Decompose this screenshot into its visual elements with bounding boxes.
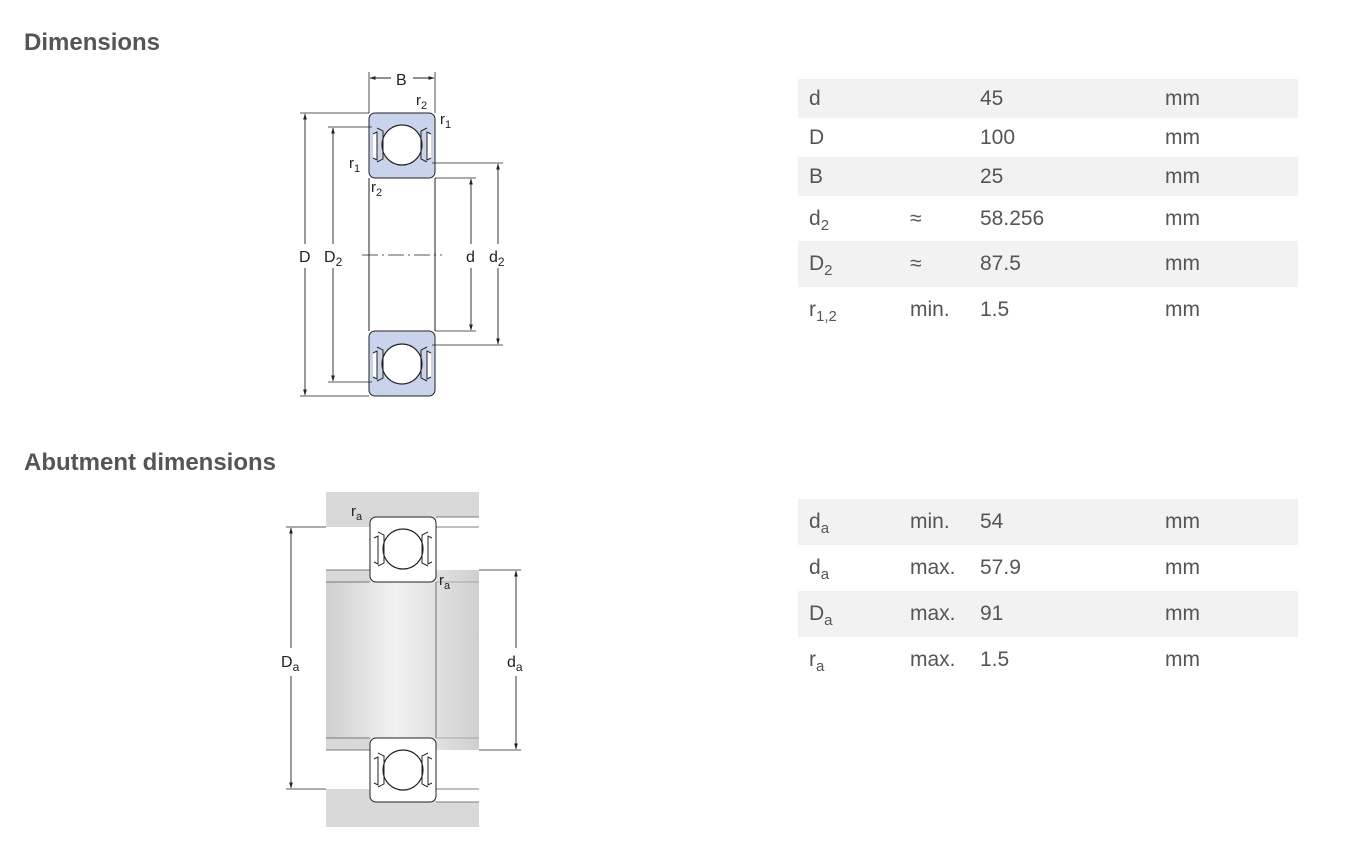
spec-symbol: r1,2 xyxy=(809,298,837,325)
spec-qualifier: max. xyxy=(910,602,956,625)
label-D: D xyxy=(299,249,311,266)
bearing-section-top xyxy=(369,516,437,583)
label-D2: D2 xyxy=(324,249,343,269)
spec-qualifier: max. xyxy=(910,556,956,579)
spec-row: D2 ≈87.5 mm xyxy=(798,241,1298,287)
spec-unit: mm xyxy=(1165,206,1200,230)
spec-row: r1,2 min. 1.5 mm xyxy=(798,287,1298,333)
spec-unit: mm xyxy=(1165,510,1200,533)
spec-symbol: d2 xyxy=(809,206,830,234)
spec-symbol: ra xyxy=(809,648,825,675)
spec-unit: mm xyxy=(1165,298,1200,321)
dimensions-heading: Dimensions xyxy=(24,29,161,56)
spec-value: 1.5 xyxy=(980,648,1010,671)
spec-symbol: da xyxy=(809,556,830,583)
spec-symbol: da xyxy=(809,510,830,537)
spec-value: 57.9 xyxy=(980,556,1021,579)
spec-value: 25 xyxy=(980,164,1004,188)
spec-qualifier: max. xyxy=(910,648,956,671)
spec-row: Da max. 91 mm xyxy=(798,591,1298,637)
label-Da: Da xyxy=(281,654,300,674)
spec-value: 45 xyxy=(980,86,1004,110)
spec-row: D 100 mm xyxy=(798,118,1298,157)
spec-value: 87.5 xyxy=(980,252,1021,275)
spec-unit: mm xyxy=(1165,125,1200,149)
spec-qualifier xyxy=(910,79,980,118)
spec-symbol: D xyxy=(809,125,825,149)
bearing-section-bottom xyxy=(369,737,437,803)
spec-row: da max. 57.9 mm xyxy=(798,545,1298,591)
spec-value: 58.256 xyxy=(980,206,1045,230)
spec-row: d 45 mm xyxy=(798,79,1298,118)
label-r1-top: r1 xyxy=(440,111,451,131)
label-d: d xyxy=(466,249,475,266)
label-r2-top: r2 xyxy=(416,92,427,112)
bearing-dimensions-drawing: B D D2 d d2 r2 r1 r1 r2 xyxy=(299,72,505,397)
spec-symbol: D2 xyxy=(809,252,833,279)
bearing-section-top xyxy=(368,112,436,179)
spec-row: B 25 mm xyxy=(798,157,1298,196)
spec-row: da min. 54 mm xyxy=(798,499,1298,545)
abutment-dimensions-drawing: Da da ra ra xyxy=(281,492,523,827)
spec-symbol: Da xyxy=(809,602,833,629)
spec-unit: mm xyxy=(1165,252,1200,275)
spec-qualifier: ≈ xyxy=(910,252,922,275)
spec-value: 54 xyxy=(980,510,1004,533)
label-r1-left: r1 xyxy=(349,155,360,175)
spec-qualifier: ≈ xyxy=(910,206,922,230)
label-ra-top: ra xyxy=(351,503,363,523)
label-da: da xyxy=(507,654,523,674)
spec-qualifier xyxy=(910,118,980,157)
label-d2: d2 xyxy=(489,249,505,269)
spec-unit: mm xyxy=(1165,648,1200,671)
label-B: B xyxy=(396,72,407,89)
spec-qualifier: min. xyxy=(910,510,950,533)
housing-top xyxy=(326,492,479,528)
spec-unit: mm xyxy=(1165,86,1200,110)
spec-row: d2 ≈58.256 mm xyxy=(798,196,1298,241)
spec-symbol: B xyxy=(809,164,824,188)
spec-unit: mm xyxy=(1165,164,1200,188)
label-r2-bottom: r2 xyxy=(371,179,382,199)
spec-row: ra max. 1.5 mm xyxy=(798,637,1298,683)
spec-unit: mm xyxy=(1165,602,1200,625)
spec-value: 100 xyxy=(980,125,1016,149)
spec-value: 1.5 xyxy=(980,298,1010,321)
abutment-heading: Abutment dimensions xyxy=(24,449,277,476)
housing-bottom xyxy=(326,788,479,827)
spec-qualifier: min. xyxy=(910,298,950,321)
spec-unit: mm xyxy=(1165,556,1200,579)
spec-symbol: d xyxy=(809,86,821,110)
label-ra-shaft: ra xyxy=(439,572,451,592)
spec-value: 91 xyxy=(980,602,1004,625)
spec-qualifier xyxy=(910,157,980,196)
bearing-section-bottom xyxy=(368,330,436,397)
shaft xyxy=(326,569,479,751)
